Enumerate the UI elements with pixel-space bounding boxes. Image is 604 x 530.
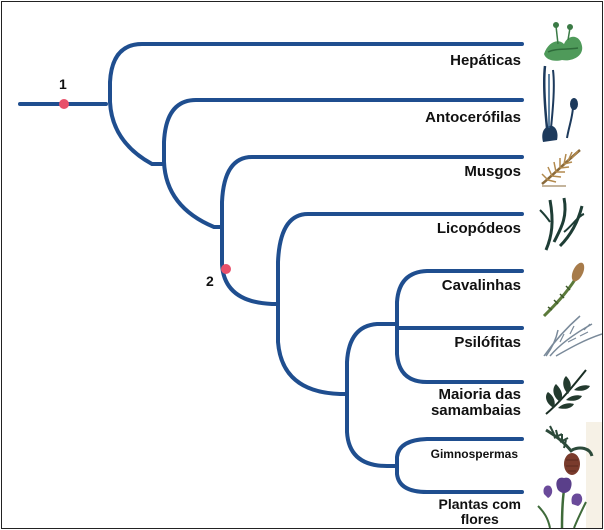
node-number-1: 1 <box>59 76 67 92</box>
label-hepaticas: Hepáticas <box>450 52 521 69</box>
flower-icon <box>537 477 587 528</box>
label-cavalinhas: Cavalinhas <box>441 277 521 294</box>
label-plantas-line-2: flores <box>460 511 499 527</box>
branch-hepaticas <box>108 42 524 166</box>
conifer-icon <box>545 425 594 475</box>
node-marker-1 <box>59 99 69 109</box>
label-samambaias: Maioria das samambaias <box>431 387 521 419</box>
branch-antocerofilas <box>162 98 524 229</box>
label-psilofitas: Psilófitas <box>454 334 521 351</box>
moss-icon <box>541 149 581 187</box>
branch-seed-plants <box>395 437 524 494</box>
label-plantas-com-flores: Plantas com flores <box>439 497 521 527</box>
label-samambaias-line-1: Maioria das <box>438 386 521 403</box>
background-strip <box>586 422 602 528</box>
branch-licopodeos <box>276 212 524 396</box>
branch-tracheophyte-split <box>345 322 399 468</box>
branch-musgos <box>220 155 524 306</box>
node-marker-2 <box>221 264 231 274</box>
label-antocerofilas: Antocerófilas <box>425 109 521 126</box>
horsetail-icon <box>542 262 585 318</box>
clubmoss-icon <box>539 197 585 251</box>
label-plantas-line-1: Plantas com <box>438 496 521 512</box>
node-markers <box>59 99 231 274</box>
hornwort-icon <box>542 65 578 142</box>
label-gimnospermas: Gimnospermas <box>430 447 518 461</box>
label-samambaias-line-2: samambaias <box>430 402 521 419</box>
liverwort-icon <box>544 22 583 61</box>
node-number-2: 2 <box>206 273 214 289</box>
whisk-fern-icon <box>543 315 602 357</box>
label-musgos: Musgos <box>464 163 521 180</box>
label-licopodeos: Licopódeos <box>436 220 521 237</box>
branch-lines <box>18 42 524 494</box>
fern-icon <box>545 369 590 415</box>
